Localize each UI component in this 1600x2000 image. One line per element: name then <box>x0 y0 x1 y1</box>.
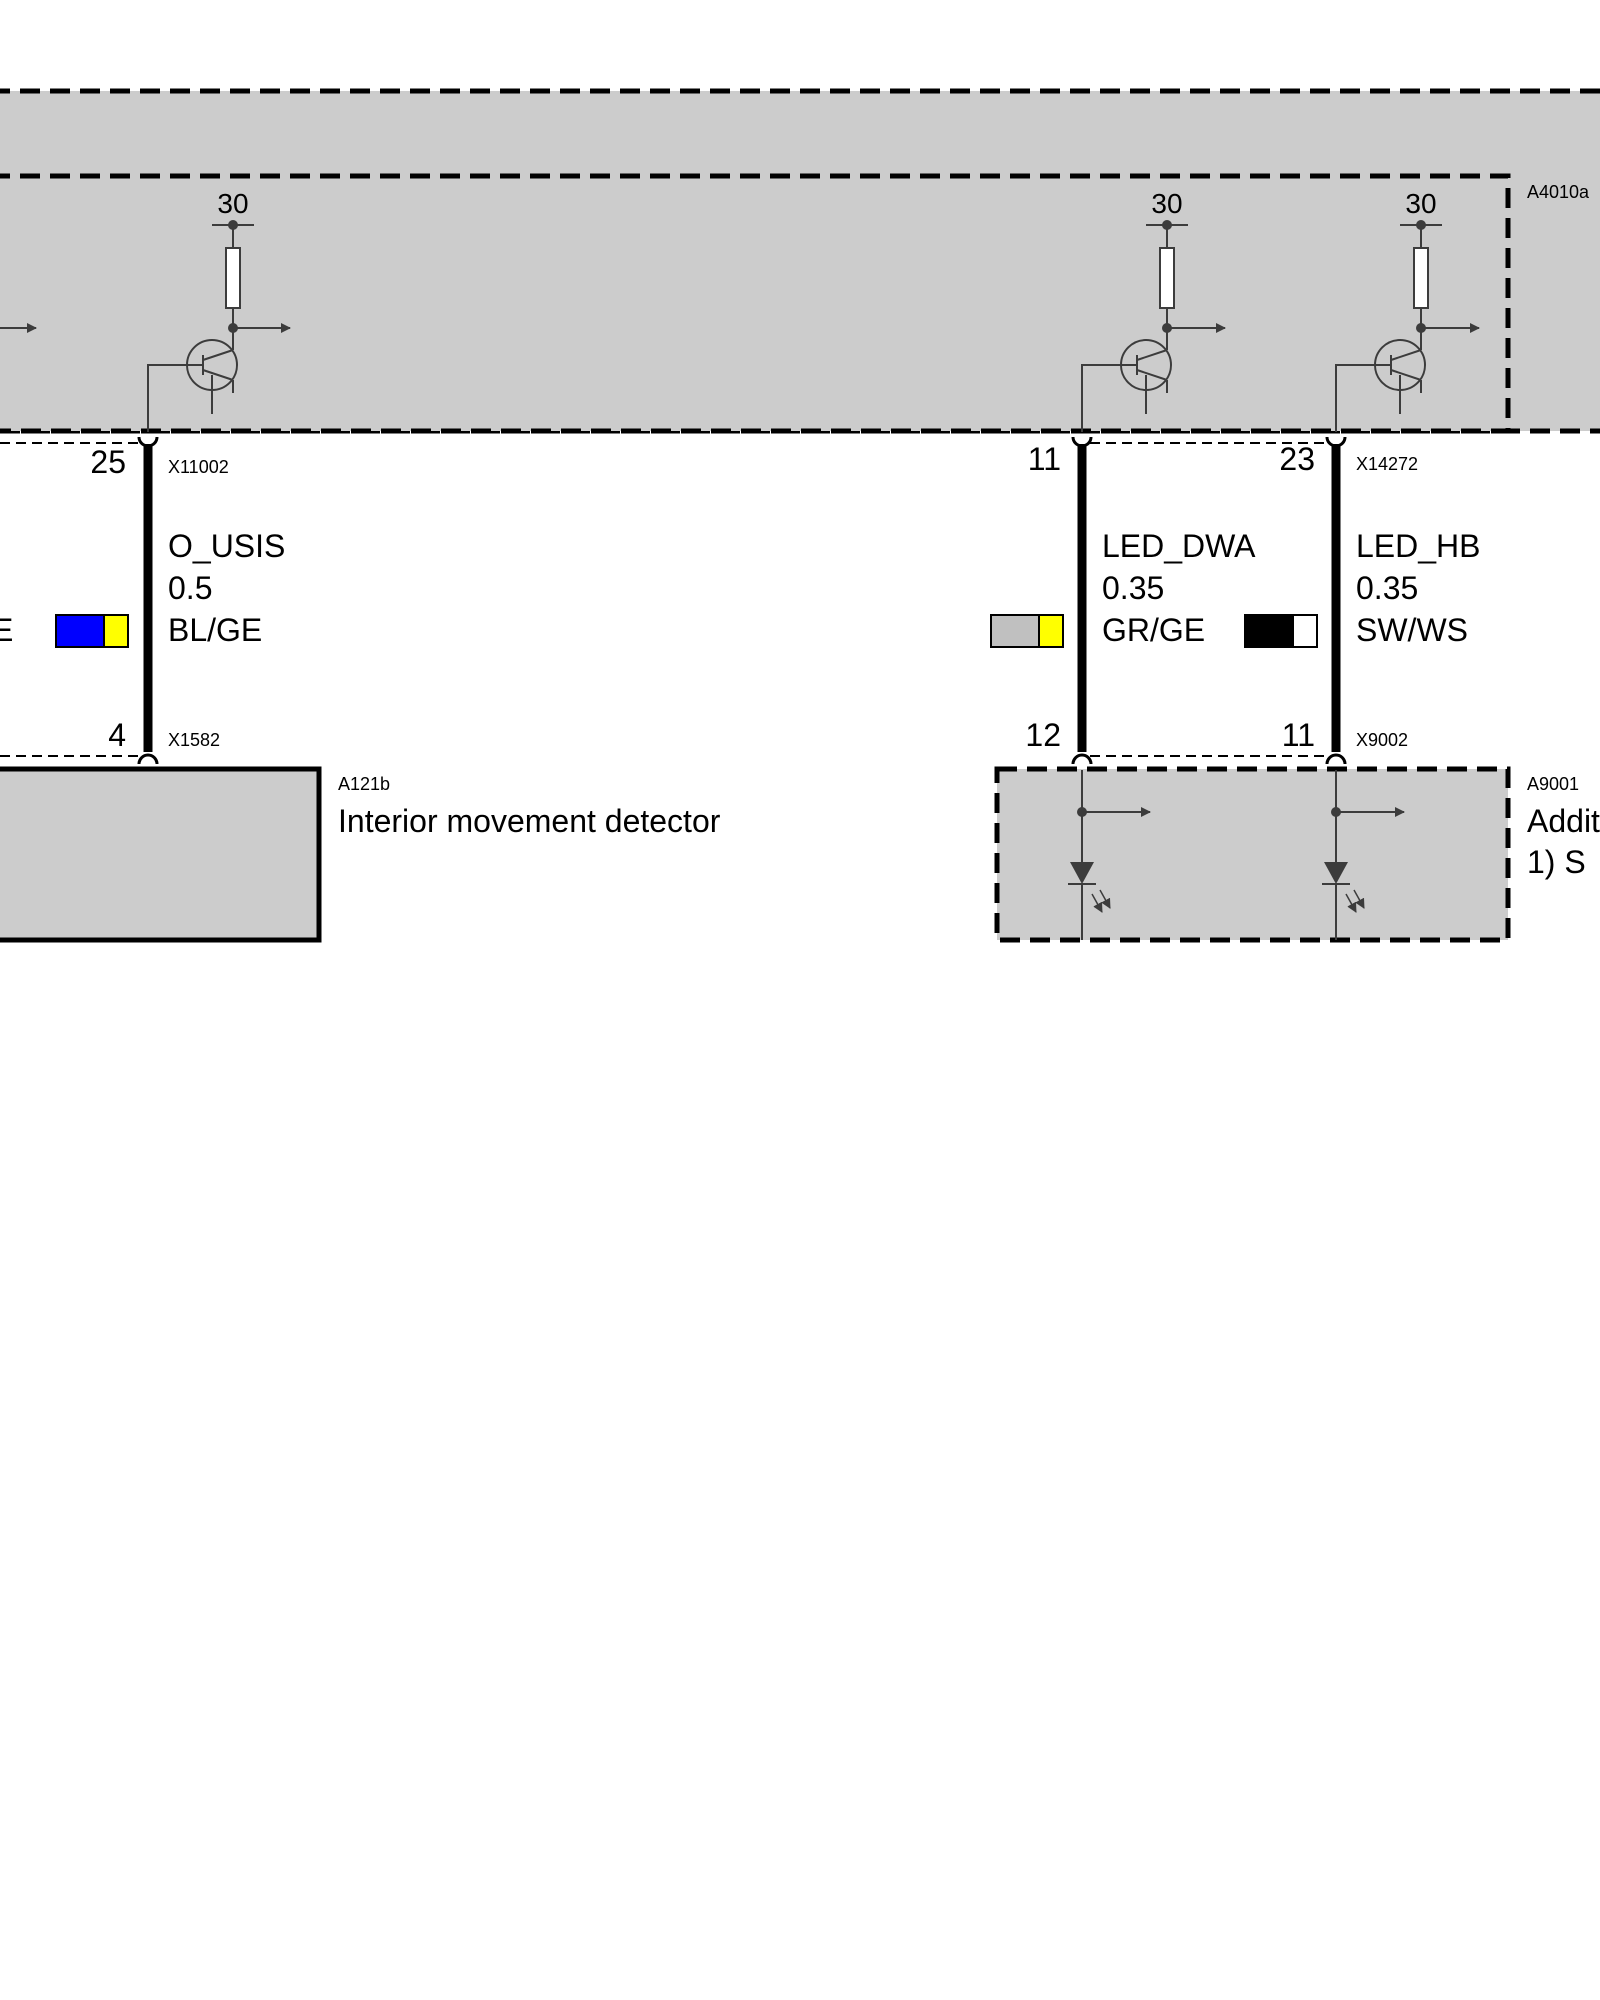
wire-o-usis: 25 X11002 4 X1582 O_USIS 0.5 BL/GE <box>55 436 285 765</box>
connector-label-x9002: X9002 <box>1356 730 1408 750</box>
pullup-resistor-1 <box>225 247 241 309</box>
module-id-a4010a: A4010a <box>1527 182 1590 202</box>
led-1-icon <box>1070 862 1094 884</box>
clipped-output-arrow-icon <box>0 323 37 333</box>
wire-color-swatch-stripe <box>1292 614 1318 648</box>
wire-led-dwa: 11 12 LED_DWA 0.35 GR/GE <box>990 436 1256 765</box>
pin-number-23: 23 <box>1279 441 1315 477</box>
movement-detector-box <box>0 766 322 943</box>
wire-gauge: 0.35 <box>1102 570 1164 606</box>
pin-number-11-top: 11 <box>1028 441 1061 477</box>
transistor-stage-3: 30 <box>1335 188 1480 432</box>
module-label-movement-detector: Interior movement detector <box>338 803 721 839</box>
wire-color-code: BL/GE <box>168 612 262 648</box>
additional-module-box <box>994 766 1511 943</box>
led-dwa-indicator <box>1068 770 1151 940</box>
wire-color-swatch-main <box>1244 614 1294 648</box>
led-hb-indicator <box>1322 770 1405 940</box>
pin-number-25: 25 <box>90 444 126 480</box>
wire-led-hb: 23 X14272 11 X9002 LED_HB 0.35 SW/WS <box>1244 436 1481 765</box>
connector-label-x11002: X11002 <box>168 457 229 477</box>
wire-color-swatch-stripe <box>1038 614 1064 648</box>
clipped-wire-color-code: E <box>0 612 13 648</box>
module-label-additional: Addit <box>1527 803 1600 839</box>
led-2-icon <box>1324 862 1348 884</box>
wire-signal-name: LED_DWA <box>1102 528 1256 564</box>
wire-color-swatch-stripe <box>103 614 129 648</box>
pin-number-4: 4 <box>108 717 126 753</box>
wire-color-code: SW/WS <box>1356 612 1468 648</box>
module-id-a9001: A9001 <box>1527 774 1579 794</box>
wire-color-code: GR/GE <box>1102 612 1205 648</box>
pullup-resistor-3 <box>1413 247 1429 309</box>
transistor-stage-1: 30 <box>147 188 291 432</box>
wire-gauge: 0.5 <box>168 570 212 606</box>
supply-voltage-label-1: 30 <box>217 188 248 219</box>
module-id-a121b: A121b <box>338 774 390 794</box>
pin-hook-bottom-1 <box>137 753 159 765</box>
wire-signal-name: O_USIS <box>168 528 285 564</box>
pullup-resistor-2 <box>1159 247 1175 309</box>
connector-label-x14272: X14272 <box>1356 454 1418 474</box>
control-unit-inner-box <box>0 173 1511 434</box>
supply-voltage-label-3: 30 <box>1405 188 1436 219</box>
wire-gauge: 0.35 <box>1356 570 1418 606</box>
wire-color-swatch-main <box>990 614 1040 648</box>
wire-signal-name: LED_HB <box>1356 528 1481 564</box>
pin-number-11-bottom: 11 <box>1282 717 1315 753</box>
transistor-stage-2: 30 <box>1081 188 1226 432</box>
wire-color-swatch-main <box>55 614 105 648</box>
module-footnote: 1) S <box>1527 844 1586 880</box>
connector-label-x1582: X1582 <box>168 730 220 750</box>
supply-voltage-label-2: 30 <box>1151 188 1182 219</box>
pin-number-12: 12 <box>1025 717 1061 753</box>
